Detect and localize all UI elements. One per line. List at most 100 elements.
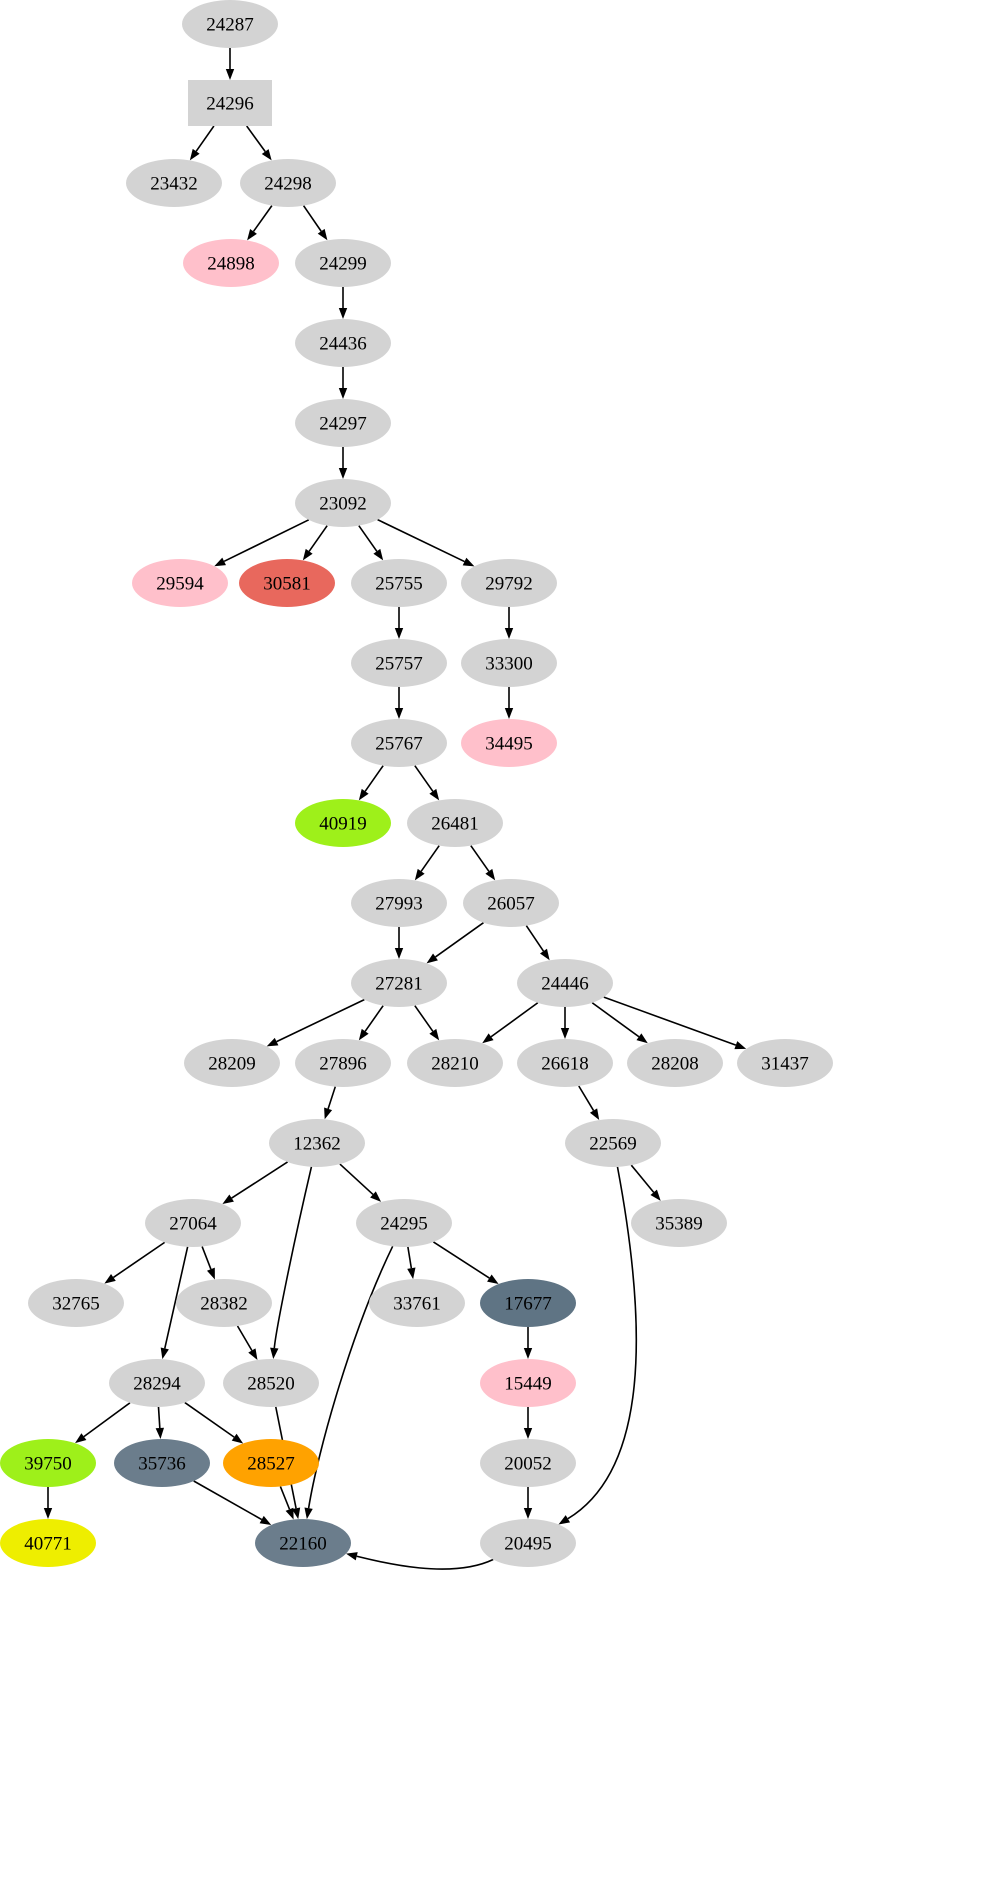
graph-node[interactable]: 22160	[255, 1519, 351, 1567]
node-ellipse-shape[interactable]	[109, 1359, 205, 1407]
graph-node[interactable]: 30581	[239, 559, 335, 607]
graph-node[interactable]: 27281	[351, 959, 447, 1007]
edge-arrowhead	[302, 548, 313, 561]
graph-node[interactable]: 40771	[0, 1519, 96, 1567]
graph-node[interactable]: 15449	[480, 1359, 576, 1407]
node-ellipse-shape[interactable]	[351, 879, 447, 927]
node-ellipse-shape[interactable]	[565, 1119, 661, 1167]
node-ellipse-shape[interactable]	[295, 1039, 391, 1087]
node-ellipse-shape[interactable]	[480, 1439, 576, 1487]
graph-node[interactable]: 26618	[517, 1039, 613, 1087]
graph-node[interactable]: 40919	[295, 799, 391, 847]
graph-node[interactable]: 33761	[369, 1279, 465, 1327]
node-ellipse-shape[interactable]	[480, 1359, 576, 1407]
graph-node[interactable]: 25755	[351, 559, 447, 607]
graph-node[interactable]: 28527	[223, 1439, 319, 1487]
graph-node[interactable]: 24298	[240, 159, 336, 207]
node-ellipse-shape[interactable]	[295, 239, 391, 287]
graph-node[interactable]: 31437	[737, 1039, 833, 1087]
node-ellipse-shape[interactable]	[351, 959, 447, 1007]
node-ellipse-shape[interactable]	[132, 559, 228, 607]
node-ellipse-shape[interactable]	[631, 1199, 727, 1247]
node-ellipse-shape[interactable]	[269, 1119, 365, 1167]
node-ellipse-shape[interactable]	[461, 639, 557, 687]
node-ellipse-shape[interactable]	[184, 1039, 280, 1087]
graph-node[interactable]: 24436	[295, 319, 391, 367]
node-ellipse-shape[interactable]	[28, 1279, 124, 1327]
node-ellipse-shape[interactable]	[480, 1279, 576, 1327]
node-ellipse-shape[interactable]	[182, 0, 278, 48]
graph-node[interactable]: 23092	[295, 479, 391, 527]
graph-node[interactable]: 25757	[351, 639, 447, 687]
graph-node[interactable]: 29792	[461, 559, 557, 607]
node-ellipse-shape[interactable]	[126, 159, 222, 207]
node-ellipse-shape[interactable]	[351, 639, 447, 687]
node-ellipse-shape[interactable]	[255, 1519, 351, 1567]
graph-node[interactable]: 27993	[351, 879, 447, 927]
graph-node[interactable]: 39750	[0, 1439, 96, 1487]
node-ellipse-shape[interactable]	[369, 1279, 465, 1327]
graph-node[interactable]: 22569	[565, 1119, 661, 1167]
node-ellipse-shape[interactable]	[223, 1359, 319, 1407]
graph-node[interactable]: 23432	[126, 159, 222, 207]
graph-node[interactable]: 29594	[132, 559, 228, 607]
graph-node[interactable]: 24296	[188, 80, 272, 126]
node-ellipse-shape[interactable]	[407, 799, 503, 847]
node-ellipse-shape[interactable]	[0, 1519, 96, 1567]
node-ellipse-shape[interactable]	[295, 399, 391, 447]
graph-node[interactable]: 28208	[627, 1039, 723, 1087]
node-ellipse-shape[interactable]	[295, 799, 391, 847]
graph-edge	[523, 1487, 533, 1519]
graph-node[interactable]: 28382	[176, 1279, 272, 1327]
node-ellipse-shape[interactable]	[351, 559, 447, 607]
node-ellipse-shape[interactable]	[295, 319, 391, 367]
graph-node[interactable]: 28294	[109, 1359, 205, 1407]
graph-node[interactable]: 33300	[461, 639, 557, 687]
node-ellipse-shape[interactable]	[356, 1199, 452, 1247]
graph-node[interactable]: 24299	[295, 239, 391, 287]
graph-node[interactable]: 35736	[114, 1439, 210, 1487]
node-ellipse-shape[interactable]	[517, 1039, 613, 1087]
graph-node[interactable]: 26481	[407, 799, 503, 847]
graph-node[interactable]: 32765	[28, 1279, 124, 1327]
graph-node[interactable]: 17677	[480, 1279, 576, 1327]
node-ellipse-shape[interactable]	[517, 959, 613, 1007]
graph-node[interactable]: 24295	[356, 1199, 452, 1247]
graph-node[interactable]: 24446	[517, 959, 613, 1007]
graph-node[interactable]: 28209	[184, 1039, 280, 1087]
graph-node[interactable]: 12362	[269, 1119, 365, 1167]
graph-node[interactable]: 24287	[182, 0, 278, 48]
graph-node[interactable]: 35389	[631, 1199, 727, 1247]
node-ellipse-shape[interactable]	[114, 1439, 210, 1487]
node-box-shape[interactable]	[188, 80, 272, 126]
node-ellipse-shape[interactable]	[407, 1039, 503, 1087]
node-ellipse-shape[interactable]	[239, 559, 335, 607]
node-ellipse-shape[interactable]	[463, 879, 559, 927]
graph-node[interactable]: 25767	[351, 719, 447, 767]
graph-node[interactable]: 24898	[183, 239, 279, 287]
graph-node[interactable]: 20495	[480, 1519, 576, 1567]
graph-node[interactable]: 27064	[145, 1199, 241, 1247]
graph-node[interactable]: 26057	[463, 879, 559, 927]
graph-node[interactable]: 28210	[407, 1039, 503, 1087]
graph-node[interactable]: 24297	[295, 399, 391, 447]
graph-edge	[414, 1005, 440, 1041]
node-ellipse-shape[interactable]	[461, 559, 557, 607]
node-ellipse-shape[interactable]	[176, 1279, 272, 1327]
node-ellipse-shape[interactable]	[737, 1039, 833, 1087]
graph-node[interactable]: 20052	[480, 1439, 576, 1487]
node-ellipse-shape[interactable]	[183, 239, 279, 287]
node-ellipse-shape[interactable]	[223, 1439, 319, 1487]
node-ellipse-shape[interactable]	[0, 1439, 96, 1487]
node-ellipse-shape[interactable]	[295, 479, 391, 527]
node-ellipse-shape[interactable]	[145, 1199, 241, 1247]
graph-node[interactable]: 28520	[223, 1359, 319, 1407]
node-ellipse-shape[interactable]	[480, 1519, 576, 1567]
graph-node[interactable]: 27896	[295, 1039, 391, 1087]
graph-node[interactable]: 34495	[461, 719, 557, 767]
node-ellipse-shape[interactable]	[351, 719, 447, 767]
node-ellipse-shape[interactable]	[461, 719, 557, 767]
node-ellipse-shape[interactable]	[240, 159, 336, 207]
node-ellipse-shape[interactable]	[627, 1039, 723, 1087]
